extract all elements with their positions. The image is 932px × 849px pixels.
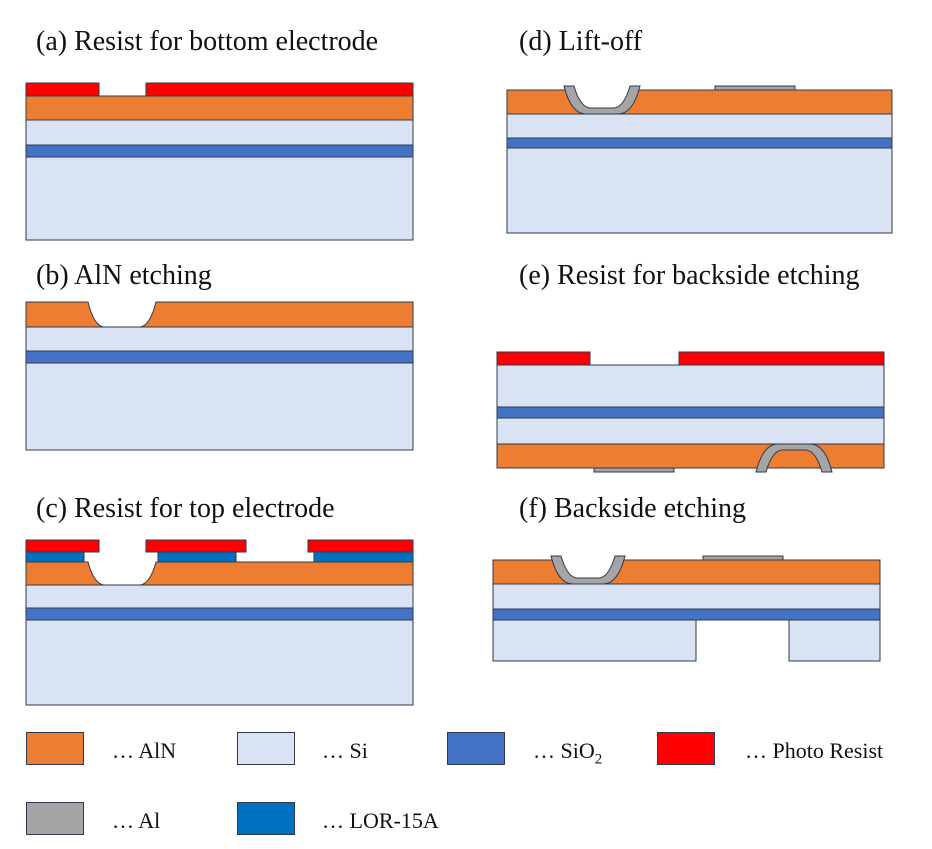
legend-label-si: … Si (322, 738, 368, 763)
legend-swatch-lor (237, 802, 295, 835)
legend-label-aln: … AlN (112, 738, 177, 763)
legend-swatch-photo-resist (657, 732, 715, 765)
si-device-layer (25, 584, 414, 609)
si-device-layer (25, 326, 414, 352)
legend-swatch-aln (26, 732, 84, 765)
step-d-stack (506, 85, 893, 234)
sio2-layer (25, 350, 414, 364)
step-c-stack (25, 539, 414, 706)
legend-label-sio2: … SiO2 (533, 740, 602, 767)
si-device-layer (492, 583, 881, 610)
si-device-layer (25, 119, 414, 146)
si-substrate-left (492, 619, 697, 662)
sio2-layer (496, 406, 885, 419)
photo-resist-left (25, 82, 100, 97)
al-top-electrode (702, 555, 784, 561)
aln-layer (25, 95, 414, 121)
step-a-stack (25, 82, 414, 241)
sio2-layer (506, 137, 893, 149)
step-c-title: (c) Resist for top electrode (36, 493, 335, 524)
al-bottom-electrode (755, 443, 833, 473)
si-substrate-right (788, 619, 881, 662)
legend-label-lor: … LOR-15A (322, 808, 439, 833)
step-f-stack (492, 555, 881, 662)
si-device-layer (496, 417, 885, 445)
photo-resist-right (145, 82, 414, 97)
si-substrate (25, 619, 414, 706)
step-d-title: (d) Lift-off (519, 26, 643, 57)
legend-swatch-si (237, 732, 295, 765)
step-b-stack (25, 301, 414, 451)
si-substrate (506, 147, 893, 234)
si-device-layer (506, 113, 893, 139)
al-top-electrode (714, 85, 796, 91)
al-top-electrode (593, 467, 675, 473)
aln-layer-etched (25, 561, 414, 586)
step-b-title: (b) AlN etching (36, 260, 212, 291)
si-substrate (25, 156, 414, 241)
photo-resist-right (307, 539, 414, 553)
aln-layer-etched (506, 89, 893, 115)
sio2-layer (25, 607, 414, 621)
legend-label-photo-resist: … Photo Resist (745, 738, 884, 763)
legend-swatch-sio2 (447, 732, 505, 765)
photo-resist-middle (145, 539, 247, 553)
legend-label-sio2-sub: 2 (594, 751, 603, 768)
step-e-stack (496, 351, 885, 473)
lor-layer-left (25, 551, 85, 563)
legend-swatch-al (26, 802, 84, 835)
step-a-title: (a) Resist for bottom electrode (36, 26, 379, 57)
si-substrate (496, 364, 885, 408)
lor-layer-right (313, 551, 414, 563)
al-bottom-electrode (550, 555, 626, 585)
photo-resist-right (678, 351, 885, 366)
step-e-title: (e) Resist for backside etching (519, 260, 860, 291)
legend-label-al: … Al (112, 808, 161, 833)
photo-resist-left (25, 539, 100, 553)
aln-layer-etched (25, 301, 414, 328)
sio2-layer (492, 608, 881, 621)
legend-label-sio2-main: … SiO (533, 738, 595, 763)
al-bottom-electrode (563, 85, 641, 115)
photo-resist-left (496, 351, 591, 366)
sio2-layer (25, 144, 414, 158)
step-f-title: (f) Backside etching (519, 493, 747, 524)
aln-layer-etched (492, 559, 881, 585)
lor-layer-middle (157, 551, 237, 563)
si-substrate (25, 362, 414, 451)
